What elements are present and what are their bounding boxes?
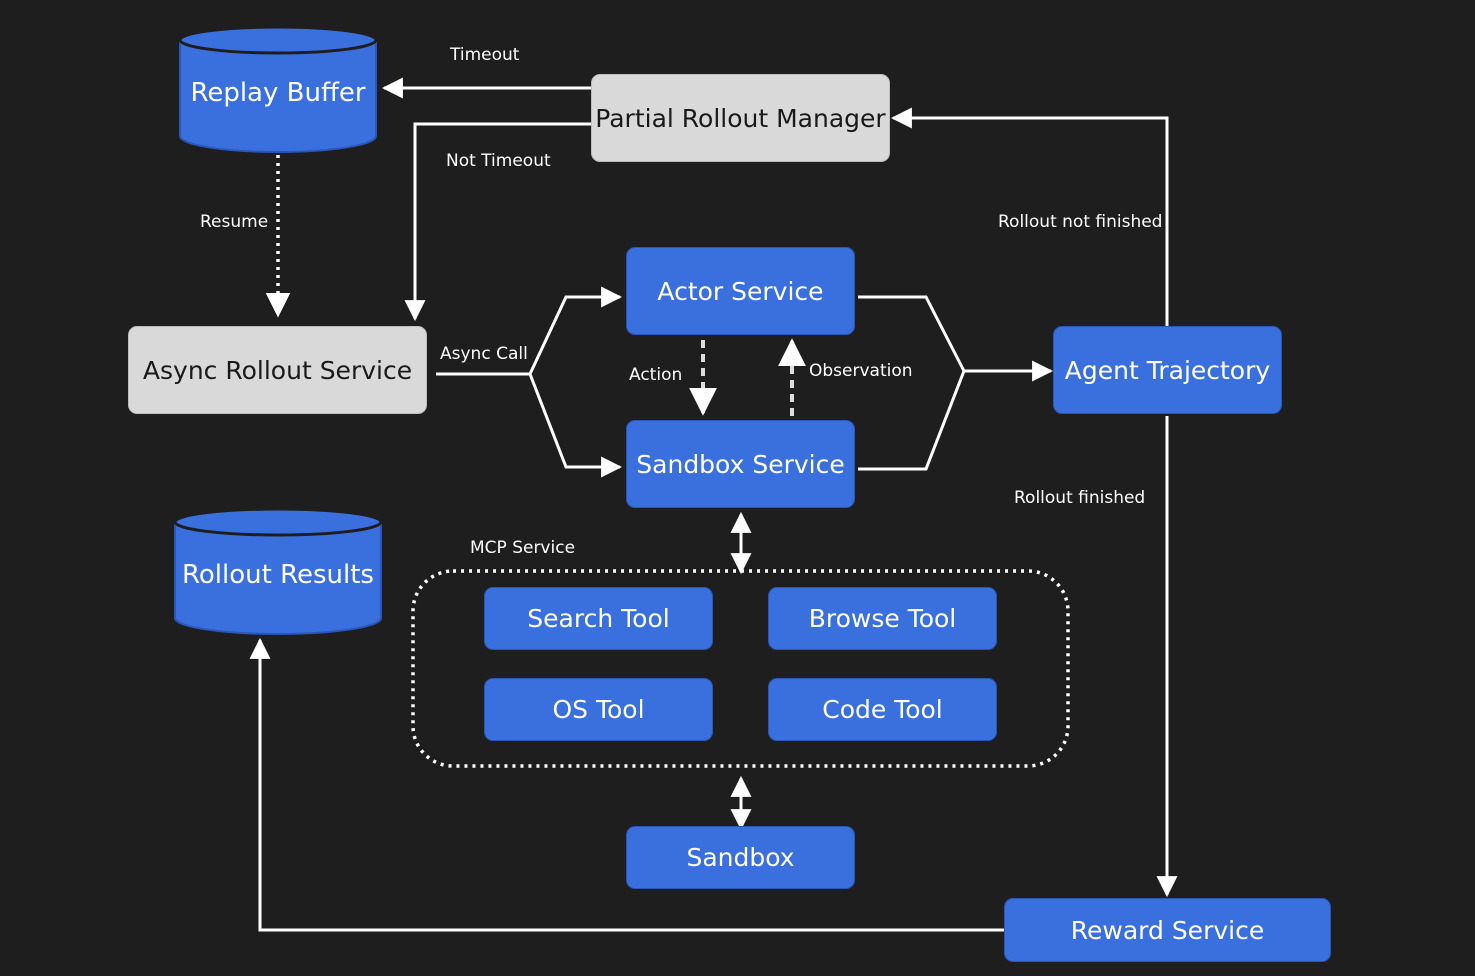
replay-buffer-node[interactable]: Replay Buffer	[178, 24, 378, 154]
async-call-label: Async Call	[440, 344, 528, 364]
agent-trajectory-node[interactable]: Agent Trajectory	[1053, 326, 1282, 414]
actor-service-node[interactable]: Actor Service	[626, 247, 855, 335]
action-label: Action	[629, 365, 683, 385]
actor-merge-line	[858, 295, 966, 372]
replay-buffer-label: Replay Buffer	[190, 78, 366, 108]
sandbox-service-node[interactable]: Sandbox Service	[626, 420, 855, 508]
not-timeout-label: Not Timeout	[446, 151, 551, 171]
fork-to-sandbox-arrow	[528, 373, 623, 478]
browse-tool-node[interactable]: Browse Tool	[768, 587, 997, 650]
not-timeout-arrow	[404, 122, 592, 322]
async-rollout-service-node[interactable]: Async Rollout Service	[128, 326, 427, 414]
rollout-not-finished-label: Rollout not finished	[998, 212, 1163, 232]
rollout-results-label: Rollout Results	[182, 560, 374, 590]
sandbox-node[interactable]: Sandbox	[626, 826, 855, 889]
observation-label: Observation	[809, 361, 913, 381]
timeout-label: Timeout	[450, 45, 520, 65]
database-icon	[178, 25, 378, 153]
rollout-finished-label: Rollout finished	[1014, 488, 1146, 508]
resume-label: Resume	[200, 212, 269, 232]
mcp-service-label: MCP Service	[470, 538, 576, 558]
reward-service-node[interactable]: Reward Service	[1004, 898, 1331, 962]
partial-rollout-manager-node[interactable]: Partial Rollout Manager	[591, 74, 890, 162]
os-tool-node[interactable]: OS Tool	[484, 678, 713, 741]
search-tool-node[interactable]: Search Tool	[484, 587, 713, 650]
database-icon	[173, 507, 383, 635]
sandbox-merge-line	[858, 370, 966, 471]
code-tool-node[interactable]: Code Tool	[768, 678, 997, 741]
reward-to-results-arrow	[249, 637, 1005, 932]
rollout-not-finished-arrow	[890, 107, 1169, 326]
fork-to-actor-arrow	[528, 286, 623, 375]
rollout-results-node[interactable]: Rollout Results	[173, 506, 383, 636]
